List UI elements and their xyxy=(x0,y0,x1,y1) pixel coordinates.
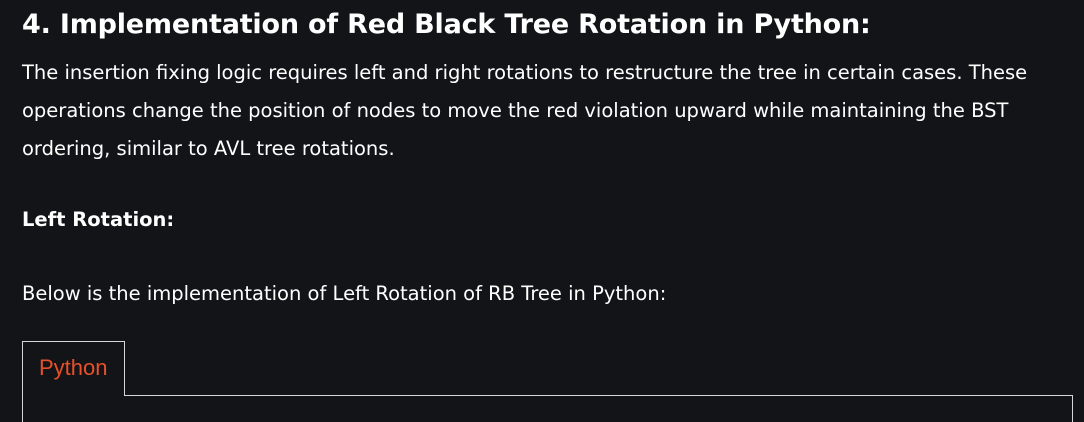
implementation-caption: Below is the implementation of Left Rota… xyxy=(22,282,667,305)
section-heading: 4. Implementation of Red Black Tree Rota… xyxy=(22,9,871,40)
article-content: 4. Implementation of Red Black Tree Rota… xyxy=(22,9,1073,422)
code-tabs: Python xyxy=(22,341,1073,422)
tab-python[interactable]: Python xyxy=(22,341,125,396)
intro-paragraph: The insertion fixing logic requires left… xyxy=(22,61,1028,160)
left-rotation-heading: Left Rotation: xyxy=(22,208,175,231)
code-panel xyxy=(22,395,1073,422)
